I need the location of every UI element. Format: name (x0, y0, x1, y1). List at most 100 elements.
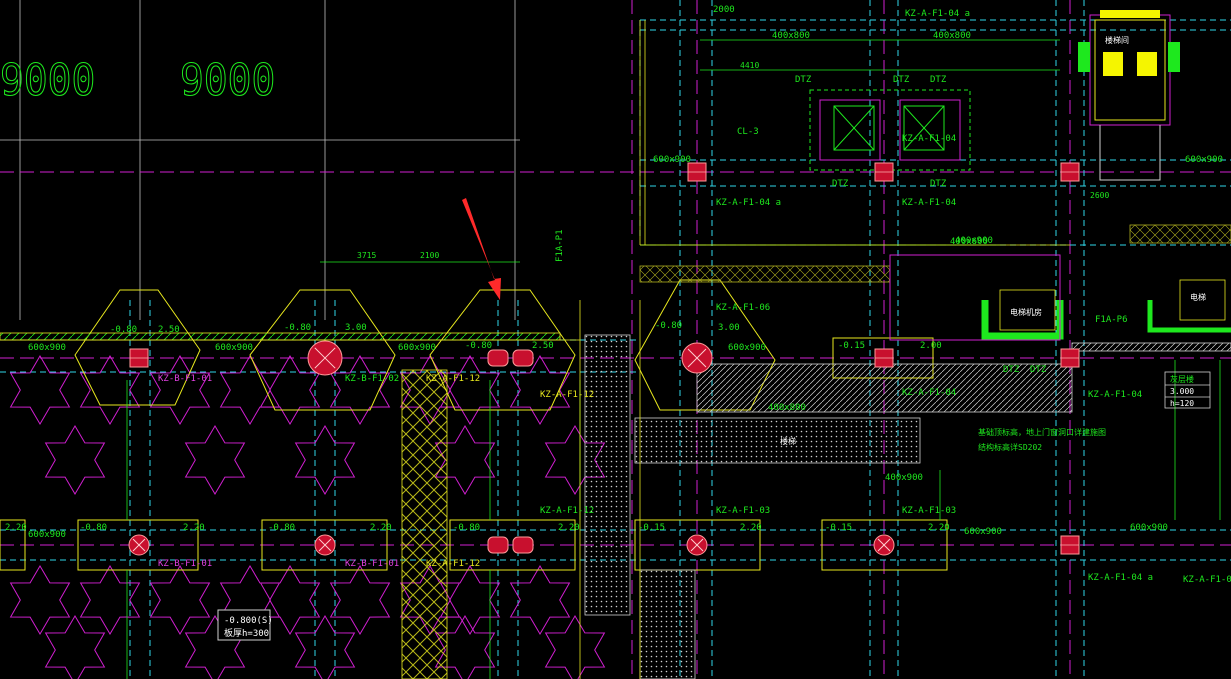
size-label: 400x800 (768, 403, 806, 413)
columns (128, 162, 1080, 556)
dimension-label: 400x800 (772, 31, 810, 41)
column-mark (314, 347, 336, 369)
dimension-label: 2600 (1090, 191, 1109, 200)
dimension-label: 600x900 (1185, 155, 1223, 165)
room-label: 电梯机房 (1010, 307, 1042, 317)
elevator-shafts (809, 89, 971, 171)
elevation-label: -0.80 (453, 523, 480, 533)
column-wall (487, 536, 509, 554)
elevation-label: -0.15 (638, 523, 665, 533)
column-tag: KZ-B-F1-01 (158, 374, 212, 384)
size-label: 600x900 (215, 343, 253, 353)
column-wall (512, 536, 534, 554)
column-tag: KZ-A-F1-04 (902, 134, 956, 144)
column-tag: KZ-A-F1-04 (902, 388, 956, 398)
column-mark (318, 538, 332, 552)
elevation-label: -0.80 (268, 523, 295, 533)
column-mark (687, 348, 707, 368)
column-tag: KZ-A-F1-04 a (716, 198, 781, 208)
column-mark (132, 538, 146, 552)
cl-label: CL-3 (737, 127, 759, 137)
column-tag: KZ-A-F1-12 (540, 390, 594, 400)
column-tag: KZ-A-F1-12 (426, 559, 480, 569)
star-mark (509, 355, 571, 425)
room-label: 楼梯 (780, 436, 796, 446)
size-label: 600x900 (1130, 523, 1168, 533)
table-text: 3.000 (1170, 387, 1194, 396)
star-mark (149, 355, 211, 425)
big-dimension: 9000 (180, 54, 275, 106)
column-tag: KZ-A-F1-04 a (1088, 573, 1153, 583)
elevation-label: -0.15 (838, 341, 865, 351)
note-text: 基础顶标高，地上门窗洞口详建施图 (978, 427, 1106, 437)
room-label: 楼梯间 (1105, 35, 1129, 45)
size-label: 600x900 (28, 530, 66, 540)
column-mark (877, 538, 891, 552)
size-label: 600x900 (398, 343, 436, 353)
star-mark (329, 565, 391, 635)
dtz-label: DTZ (832, 179, 849, 189)
level-table (1164, 371, 1211, 409)
column-tag: KZ-A-F1-03 (716, 506, 770, 516)
star-mark (79, 565, 141, 635)
star-mark (79, 355, 141, 425)
elevation-label: 2.20 (928, 523, 950, 533)
star-mark (294, 425, 356, 495)
elevation-box (217, 609, 271, 641)
elevation-label: 2.00 (920, 341, 942, 351)
dimension-label: 3715 (357, 251, 376, 260)
dimension-label: 4410 (740, 61, 759, 70)
elevation-box-text: -0.800(S) (224, 616, 273, 626)
dtz-label: DTZ (930, 75, 947, 85)
note-text: 结构标高详SD202 (978, 442, 1042, 452)
column-wall (512, 349, 534, 367)
elevation-label: 3.00 (718, 323, 740, 333)
column-tag: KZ-B-F1-02 (345, 374, 399, 384)
elevation-label: 2.50 (532, 341, 554, 351)
elevation-label: 2.50 (158, 325, 180, 335)
column-wall (487, 349, 509, 367)
grid-lines (0, 0, 520, 320)
dtz-label: DTZ (930, 179, 947, 189)
size-label: 400x600 (950, 237, 988, 247)
column-tag: KZ-B-F1-01 (158, 559, 212, 569)
dimension-label: 400x800 (933, 31, 971, 41)
elevation-label: 2.20 (558, 523, 580, 533)
elevation-label: 2.20 (183, 523, 205, 533)
table-text: 灰层楼 (1170, 374, 1194, 384)
elevator-room (889, 254, 1231, 341)
elevation-label: -0.80 (284, 323, 311, 333)
star-mark (44, 425, 106, 495)
elevation-label: -0.80 (80, 523, 107, 533)
column-tag: KZ-A-F1-12 (540, 506, 594, 516)
column-tag: KZ-A-F1-06 (716, 303, 770, 313)
elevation-label: -0.80 (465, 341, 492, 351)
stair-detail (1078, 10, 1180, 181)
elevation-label: 2.20 (5, 523, 27, 533)
dimension-label: 2100 (420, 251, 439, 260)
f1a-label: F1A-P1 (555, 229, 565, 262)
big-dimension: 9000 (0, 54, 95, 106)
room-label: 电梯 (1190, 292, 1206, 302)
column-tag: KZ-B-F1-01 (345, 559, 399, 569)
star-mark (259, 565, 321, 635)
column-tag: KZ-A-F1-03 (902, 506, 956, 516)
elevation-label: -0.15 (825, 523, 852, 533)
red-arrow (462, 198, 501, 300)
dtz-label: DTZ (795, 75, 812, 85)
elevation-label: 2.20 (740, 523, 762, 533)
column-tag: KZ-A-F1-04 a (905, 9, 970, 19)
column-tag: KZ-A-F1-04 (902, 198, 956, 208)
size-label: 400x900 (885, 473, 923, 483)
dimension-label: 400x900 (955, 236, 993, 246)
star-mark (149, 565, 211, 635)
star-mark (184, 425, 246, 495)
star-mark (9, 355, 71, 425)
dtz-label: DTZ (1003, 365, 1020, 375)
star-mark (294, 615, 356, 679)
table-text: h=120 (1170, 399, 1194, 408)
